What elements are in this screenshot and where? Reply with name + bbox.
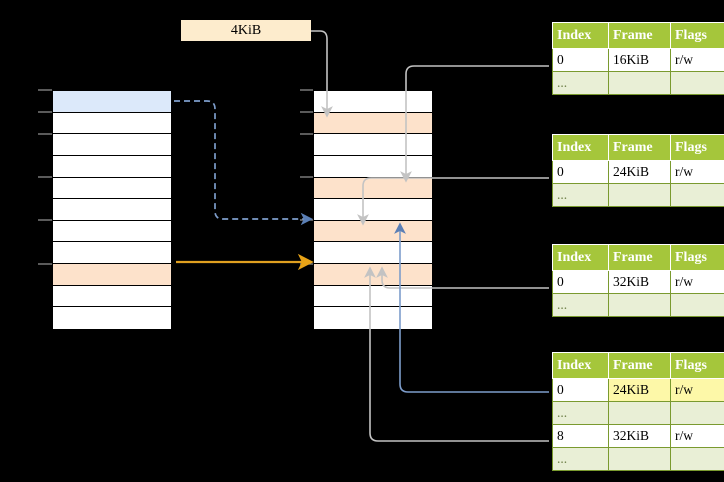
virtual-page-row-8 [53, 264, 171, 286]
page-table-level-1-row: ... [552, 71, 724, 95]
page-table-level-3-r1-index: ... [552, 293, 609, 317]
page-table-level-2-r1-frame [608, 183, 671, 207]
page-table-level-4-r3-frame [608, 447, 671, 471]
page-table-level-2-r0-frame: 24KiB [608, 160, 671, 184]
page-table-level-1-r1-flags [670, 71, 724, 95]
page-table-level-4-r3-flags [670, 447, 724, 471]
page-table-level-4-r3-index: ... [552, 447, 609, 471]
virtual-page-row-10 [53, 307, 171, 329]
page-table-level-3-r0-flags: r/w [670, 270, 724, 294]
virtual-page-row-2 [53, 134, 171, 156]
left-column-ticks [38, 89, 52, 265]
physical-frame-row-5 [314, 199, 432, 221]
virtual-page-row-0 [53, 91, 171, 113]
page-table-level-1-header-flags: Flags [670, 22, 724, 49]
page-table-level-4-r2-flags: r/w [670, 424, 724, 448]
page-table-level-2-r1-index: ... [552, 183, 609, 207]
virtual-page-row-7 [53, 242, 171, 264]
page-table-level-4-row: ... [552, 447, 724, 471]
page-table-level-1-r1-frame [608, 71, 671, 95]
page-table-level-4-r1-flags [670, 401, 724, 425]
wire-virtual-to-physical-dashed [174, 100, 313, 226]
virtual-page-row-4 [53, 177, 171, 200]
page-table-level-2-r0-index: 0 [552, 160, 609, 184]
page-table-level-1-r0-index: 0 [552, 48, 609, 72]
middle-column-ticks [300, 89, 313, 265]
page-table-level-3-r0-index: 0 [552, 270, 609, 294]
physical-frame-row-0 [314, 91, 432, 113]
page-table-level-1-r0-flags: r/w [670, 48, 724, 72]
physical-memory-column [313, 90, 433, 330]
page-table-level-2-header-frame: Frame [608, 134, 671, 161]
page-table-level-4-r0-flags: r/w [670, 378, 724, 402]
page-table-level-2-header-index: Index [552, 134, 609, 161]
page-table-level-4-r0-index: 0 [552, 378, 609, 402]
page-table-level-1-r0-frame: 16KiB [608, 48, 671, 72]
physical-frame-row-6 [314, 220, 432, 243]
virtual-page-row-9 [53, 285, 171, 308]
physical-frame-row-2 [314, 134, 432, 156]
page-table-level-2-header-flags: Flags [670, 134, 724, 161]
page-table-level-3-r0-frame: 32KiB [608, 270, 671, 294]
page-table-level-2-r1-flags [670, 183, 724, 207]
page-table-level-3-header-frame: Frame [608, 244, 671, 271]
page-table-level-1-header-index: Index [552, 22, 609, 49]
page-table-level-4-r1-frame [608, 401, 671, 425]
virtual-page-row-6 [53, 220, 171, 243]
physical-frame-row-3 [314, 155, 432, 178]
physical-frame-row-10 [314, 307, 432, 329]
page-table-level-4-header-frame: Frame [608, 352, 671, 379]
physical-frame-row-1 [314, 112, 432, 135]
page-table-level-2-row: ... [552, 183, 724, 207]
page-table-level-4-row: ... [552, 401, 724, 425]
virtual-page-row-1 [53, 112, 171, 135]
page-table-level-1-header-frame: Frame [608, 22, 671, 49]
page-table-level-4-header-flags: Flags [670, 352, 724, 379]
page-table-level-1-r1-index: ... [552, 71, 609, 95]
page-table-level-3-header-flags: Flags [670, 244, 724, 271]
page-table-level-4-r1-index: ... [552, 401, 609, 425]
page-table-level-3-header-index: Index [552, 244, 609, 271]
physical-frame-row-9 [314, 285, 432, 308]
page-table-level-4-r0-frame: 24KiB [608, 378, 671, 402]
virtual-page-row-3 [53, 155, 171, 178]
page-size-label: 4KiB [181, 20, 311, 41]
page-table-level-2-r0-flags: r/w [670, 160, 724, 184]
page-table-level-3-row: ... [552, 293, 724, 317]
physical-frame-row-8 [314, 264, 432, 286]
physical-frame-row-4 [314, 177, 432, 200]
page-table-level-4-r2-index: 8 [552, 424, 609, 448]
page-table-level-4-r2-frame: 32KiB [608, 424, 671, 448]
virtual-address-space-column [52, 90, 172, 330]
page-table-level-3-r1-flags [670, 293, 724, 317]
page-table-level-4-header-index: Index [552, 352, 609, 379]
page-table-level-3-r1-frame [608, 293, 671, 317]
physical-frame-row-7 [314, 242, 432, 264]
virtual-page-row-5 [53, 199, 171, 221]
